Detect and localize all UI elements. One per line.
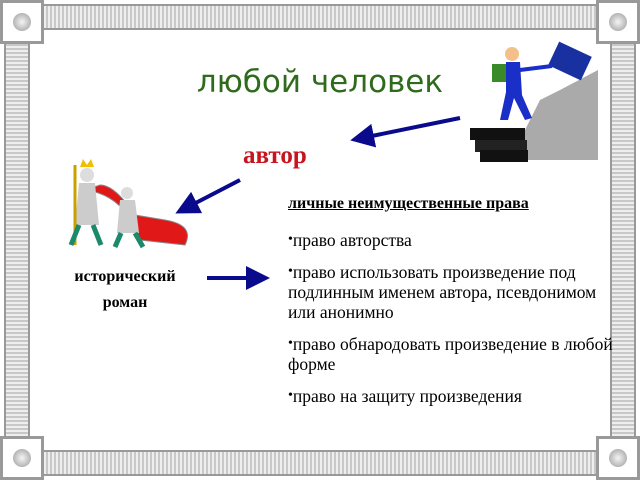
slide-title: любой человек bbox=[196, 64, 444, 100]
frame-corner-icon bbox=[596, 436, 640, 480]
rights-item: право авторства bbox=[288, 230, 618, 250]
frame-corner-icon bbox=[0, 0, 44, 44]
arrow-to-author bbox=[350, 116, 461, 148]
rights-heading: личные неимущественные права bbox=[288, 195, 529, 212]
rights-list: личные неимущественные права право автор… bbox=[288, 194, 618, 418]
kings-clipart-icon bbox=[68, 159, 188, 249]
frame-corner-icon bbox=[0, 436, 44, 480]
novel-label-line1: исторический bbox=[74, 268, 176, 285]
novel-label-line2: роман bbox=[102, 294, 148, 311]
rights-item: право использовать произведение под подл… bbox=[288, 262, 618, 322]
frame-bottom bbox=[40, 450, 600, 476]
frame-corner-icon bbox=[596, 0, 640, 44]
climber-clipart-icon bbox=[470, 41, 598, 162]
frame-top bbox=[40, 4, 600, 30]
arrow-to-kings bbox=[175, 178, 241, 214]
rights-item: право обнародовать произведение в любой … bbox=[288, 334, 618, 374]
historical-novel-label: исторический роман bbox=[50, 264, 200, 316]
author-label: автор bbox=[243, 142, 307, 169]
rights-item: право на защиту произведения bbox=[288, 386, 618, 406]
